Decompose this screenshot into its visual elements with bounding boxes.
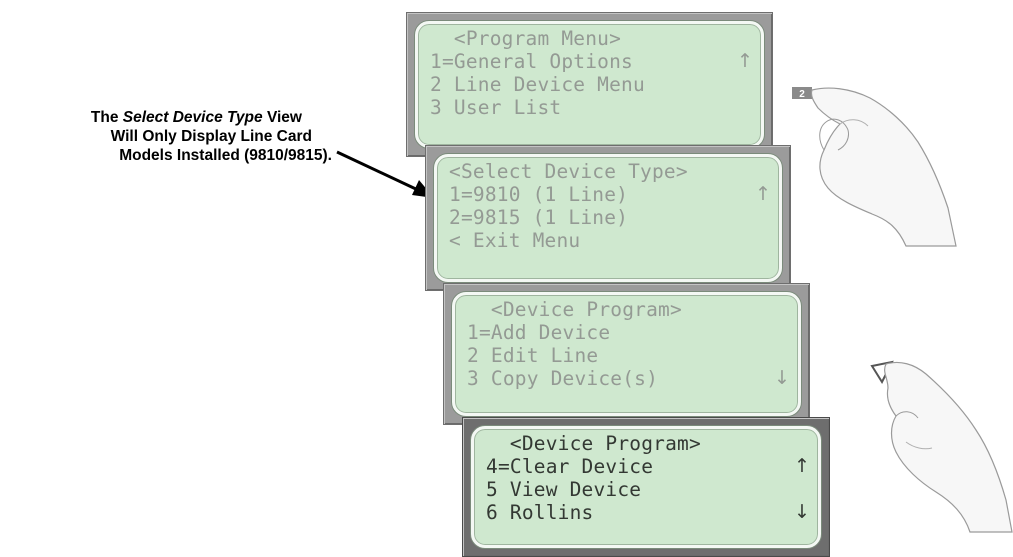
- key-2-badge: [792, 87, 812, 99]
- lcd-screen: <Select Device Type> 1=9810 (1 Line) 2=9…: [434, 154, 782, 282]
- down-arrow-icon: ↓: [794, 501, 810, 523]
- lcd-line-2: 4=Clear Device: [486, 455, 654, 478]
- down-arrow-icon: ↓: [774, 367, 790, 389]
- lcd-line-3: 5 View Device: [486, 478, 642, 501]
- key-2-label: 2: [799, 89, 805, 100]
- lcd-panel-device-program-2: <Device Program> 4=Clear Device 5 View D…: [462, 417, 830, 557]
- lcd-screen: <Device Program> 1=Add Device 2 Edit Lin…: [452, 292, 801, 416]
- lcd-line-2: 1=Add Device: [467, 321, 611, 344]
- lcd-panel-device-program-1: <Device Program> 1=Add Device 2 Edit Lin…: [443, 283, 810, 425]
- caption: The Select Device Type View Will Only Di…: [4, 108, 336, 165]
- lcd-line-4: < Exit Menu: [449, 229, 581, 252]
- lcd-line-3: 2 Edit Line: [467, 344, 599, 367]
- lcd-line-1: <Device Program>: [486, 432, 701, 455]
- hand-pressing-key-2-icon: 2: [792, 87, 957, 247]
- lcd-line-1: <Program Menu>: [430, 27, 622, 50]
- lcd-line-4: 3 Copy Device(s): [467, 367, 659, 390]
- lcd-line-2: 1=General Options: [430, 50, 645, 73]
- lcd-line-4: 3 User List: [430, 96, 562, 119]
- lcd-line-1: <Select Device Type>: [449, 160, 688, 183]
- up-arrow-icon: ↑: [737, 50, 753, 72]
- lcd-line-3: 2 Line Device Menu: [430, 73, 645, 96]
- lcd-screen: <Device Program> 4=Clear Device 5 View D…: [471, 426, 821, 548]
- caption-line-2: Will Only Display Line Card: [110, 128, 312, 145]
- caption-line-3: Models Installed (9810/9815).: [119, 147, 332, 164]
- lcd-screen: <Program Menu> 1=General Options 2 Line …: [415, 21, 764, 148]
- lcd-line-3: 2=9815 (1 Line): [449, 206, 629, 229]
- lcd-line-1: <Device Program>: [467, 298, 682, 321]
- lcd-panel-select-device-type: <Select Device Type> 1=9810 (1 Line) 2=9…: [425, 145, 791, 291]
- hand-pressing-arrow-key-icon: [870, 360, 1013, 533]
- lcd-line-4: 6 Rollins: [486, 501, 594, 524]
- up-arrow-icon: ↑: [755, 183, 771, 205]
- lcd-line-2: 1=9810 (1 Line): [449, 183, 676, 206]
- caption-line-1: The Select Device Type View: [90, 109, 302, 126]
- lcd-panel-program-menu: <Program Menu> 1=General Options 2 Line …: [406, 12, 773, 157]
- up-arrow-icon: ↑: [794, 455, 810, 477]
